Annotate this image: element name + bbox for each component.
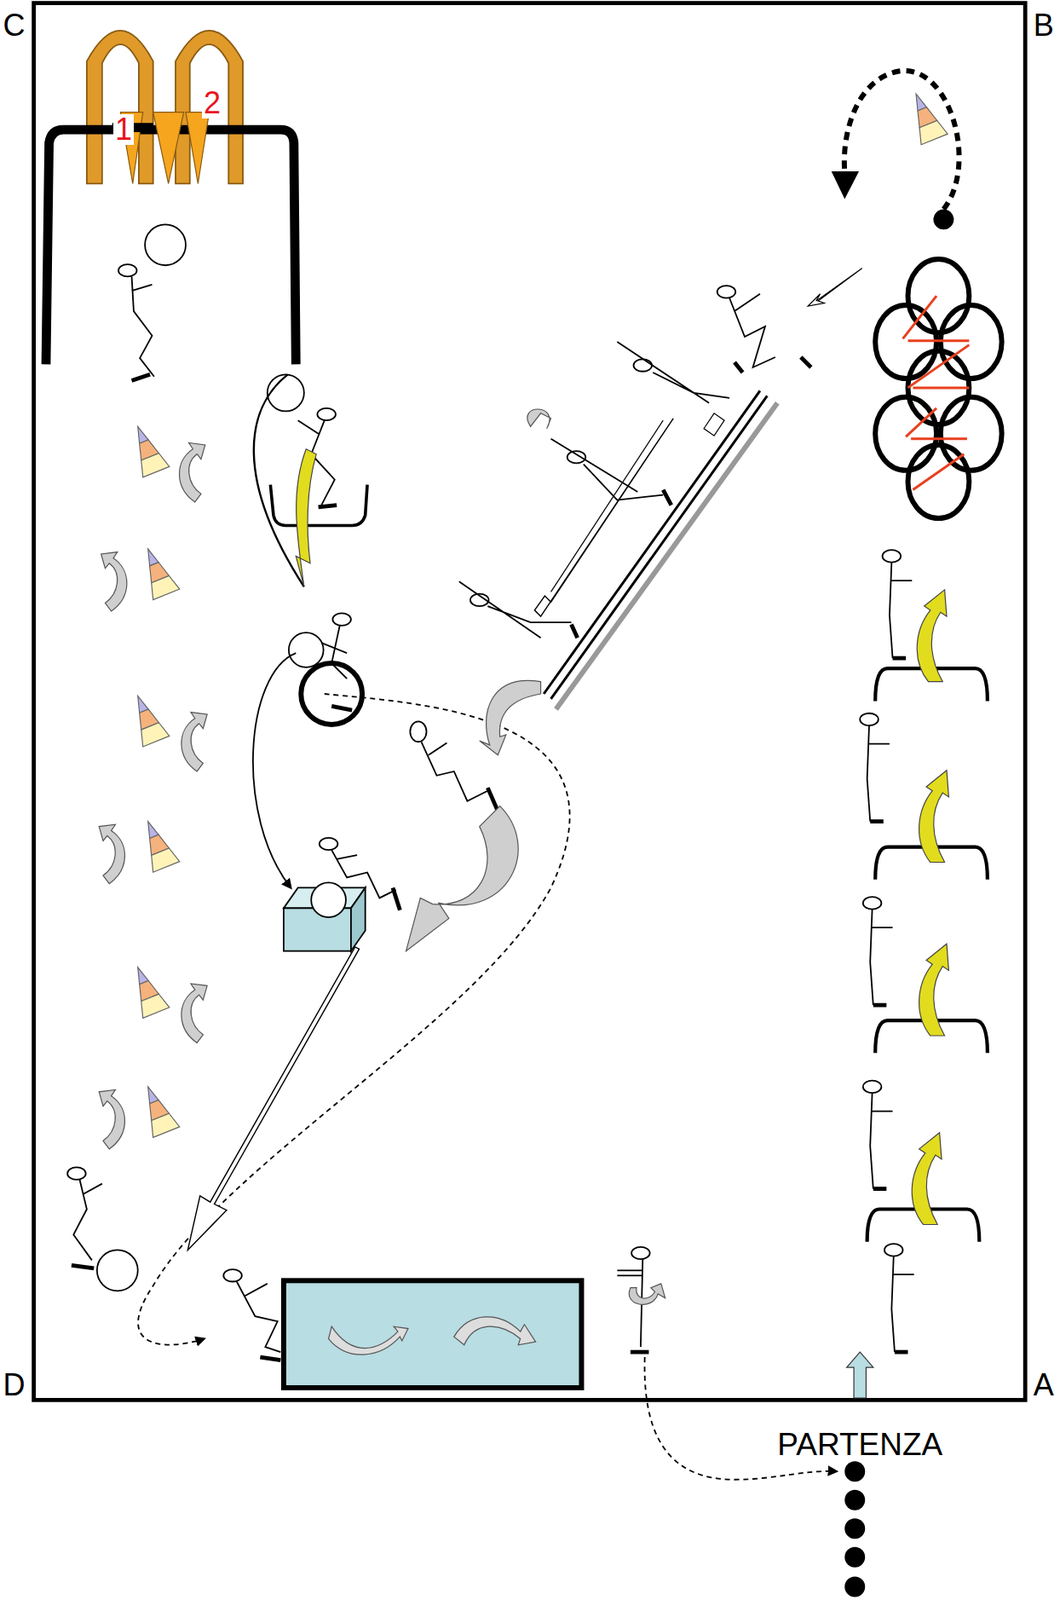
corner-letter: C <box>3 10 26 41</box>
corner-letter: D <box>3 1369 26 1400</box>
callout-number: 2 <box>201 87 223 119</box>
corner-letter: B <box>1033 10 1055 41</box>
corner-letter: A <box>1033 1369 1055 1400</box>
start-label: PARTENZA <box>777 1428 943 1460</box>
callout-number: 1 <box>113 114 134 145</box>
